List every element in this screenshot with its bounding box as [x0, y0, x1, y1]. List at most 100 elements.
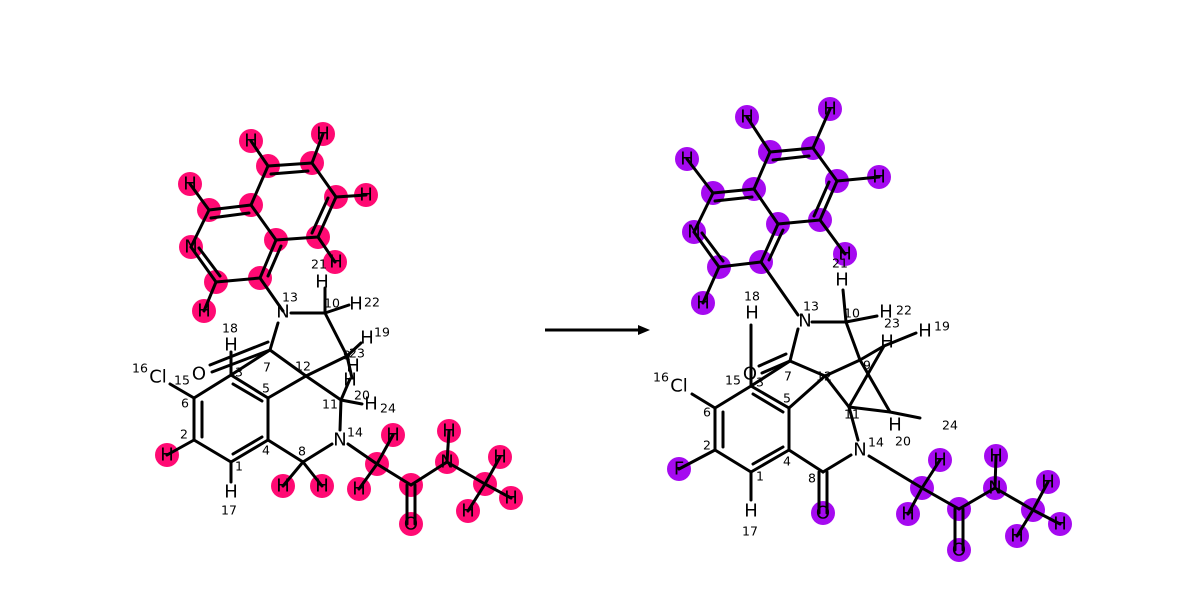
product-num-10: 10: [844, 306, 860, 321]
reactant-atom-o-lactam: O: [192, 364, 206, 385]
product-num-11: 11: [844, 407, 860, 422]
reactant-atom-h-ch2b: H: [352, 479, 366, 500]
reactant-atom-h17: H: [224, 482, 238, 503]
product-atom-labels: H H H H N H H N H H H H H H O Cl F H N O…: [670, 99, 1067, 561]
reactant-num-19: 19: [374, 325, 390, 340]
product-atom-o-lactam: O: [743, 364, 757, 385]
product-num-17: 17: [742, 524, 758, 539]
reactant-num-10: 10: [324, 296, 340, 311]
reactant-num-15: 15: [174, 373, 190, 388]
product-num-7: 7: [784, 369, 792, 384]
reactant-num-1: 1: [235, 459, 243, 474]
reactant-atom-h-ch2a: H: [386, 425, 400, 446]
reactant-num-6: 6: [181, 396, 189, 411]
product-atom-h-top-b: H: [823, 99, 837, 120]
product-highlights: [667, 97, 1072, 562]
product-num-15: 15: [725, 373, 741, 388]
reactant-atom-n13: N: [276, 302, 289, 323]
product-molecule: H H H H N H H N H H H H H H O Cl F H N O…: [653, 97, 1072, 562]
reactant-atom-h8a: H: [276, 476, 290, 497]
reaction-arrow: [545, 325, 650, 335]
reactant-atom-h21: H: [315, 272, 329, 293]
reactant-atom-h19: H: [360, 328, 374, 349]
reactant-num-7: 7: [263, 360, 271, 375]
reactant-num-12: 12: [295, 359, 311, 374]
reactant-num-21: 21: [311, 257, 327, 272]
product-atom-h18: H: [745, 303, 759, 324]
reactant-num-23: 23: [349, 346, 365, 361]
reactant-num-8: 8: [298, 444, 306, 459]
product-atom-h24: H: [888, 415, 902, 436]
product-num-12: 12: [816, 369, 832, 384]
product-num-20: 20: [895, 434, 911, 449]
reactant-atom-h-r1: H: [359, 185, 373, 206]
product-atom-h-me2: H: [1053, 514, 1067, 535]
reactant-num-18: 18: [222, 321, 238, 336]
product-atom-h21: H: [835, 270, 849, 291]
reactant-atom-labels: H H H H N H H N H H H H H H H O Cl H H N…: [149, 124, 518, 535]
reactant-atom-h2: H: [160, 445, 174, 466]
product-num-2: 2: [703, 438, 711, 453]
reactant-atom-h-top-b: H: [316, 124, 330, 145]
product-num-9: 9: [863, 358, 871, 373]
reactant-num-13: 13: [282, 290, 298, 305]
reactant-atom-h-me3: H: [461, 501, 475, 522]
reactant-num-20: 20: [354, 388, 370, 403]
reactant-atom-h22: H: [349, 294, 363, 315]
product-atom-n14: N: [853, 440, 866, 461]
reactant-atom-h-nh: H: [442, 421, 456, 442]
reactant-molecule: H H H H N H H N H H H H H H H O Cl H H N…: [132, 122, 523, 536]
product-atom-h-bot: H: [696, 293, 710, 314]
reactant-num-9: 9: [343, 348, 351, 363]
reactant-atom-numbers: 1 2 3 4 5 6 7 8 9 10 11 12 13 14 15 16 1…: [132, 257, 396, 518]
reactant-atom-h24: H: [364, 394, 378, 415]
product-num-22: 22: [896, 303, 912, 318]
reactant-bonds: [165, 132, 513, 526]
product-bonds: [677, 107, 1062, 552]
product-atom-h-ch2b: H: [901, 504, 915, 525]
product-num-8: 8: [808, 471, 816, 486]
product-atom-h-ch2a: H: [933, 450, 947, 471]
product-atom-h-top-a: H: [740, 107, 754, 128]
product-num-6: 6: [703, 405, 711, 420]
reactant-atom-h8b: H: [315, 476, 329, 497]
reactant-num-17: 17: [221, 503, 237, 518]
product-atom-h17: H: [744, 501, 758, 522]
reactant-atom-h-l1: H: [183, 174, 197, 195]
product-atom-cl16: Cl: [670, 376, 688, 397]
product-atom-h22: H: [879, 302, 893, 323]
product-num-16: 16: [653, 370, 669, 385]
product-num-13: 13: [803, 299, 819, 314]
product-atom-h-me1: H: [1041, 472, 1055, 493]
reactant-atom-h23: H: [343, 370, 357, 391]
reactant-atom-h-bot: H: [197, 301, 211, 322]
reactant-atom-n-amide: N: [440, 452, 453, 473]
reactant-num-3: 3: [235, 365, 243, 380]
reactant-atom-h18: H: [224, 335, 238, 356]
product-atom-f: F: [674, 459, 684, 480]
product-atom-n-amide: N: [988, 478, 1001, 499]
reactant-num-22: 22: [364, 295, 380, 310]
product-atom-o8: O: [816, 503, 830, 524]
product-num-14: 14: [868, 435, 884, 450]
reactant-atom-h20: H: [346, 356, 360, 377]
reactant-num-5: 5: [262, 381, 270, 396]
product-atom-h-r1: H: [872, 167, 886, 188]
reactant-num-24: 24: [380, 401, 396, 416]
product-num-1: 1: [756, 469, 764, 484]
product-atom-h-me3: H: [1010, 526, 1024, 547]
product-num-19: 19: [934, 319, 950, 334]
product-atom-h-r2: H: [838, 244, 852, 265]
product-num-3: 3: [756, 375, 764, 390]
reactant-atom-n-ring: N: [184, 237, 197, 258]
product-atom-n13: N: [798, 311, 811, 332]
reactant-num-11: 11: [322, 397, 338, 412]
product-atom-h-l1: H: [680, 149, 694, 170]
product-num-23: 23: [884, 316, 900, 331]
reactant-atom-h-r2: H: [329, 252, 343, 273]
product-atom-h20: H: [880, 332, 894, 353]
reactant-atom-n14: N: [333, 430, 346, 451]
reactant-atom-h-me2: H: [504, 488, 518, 509]
